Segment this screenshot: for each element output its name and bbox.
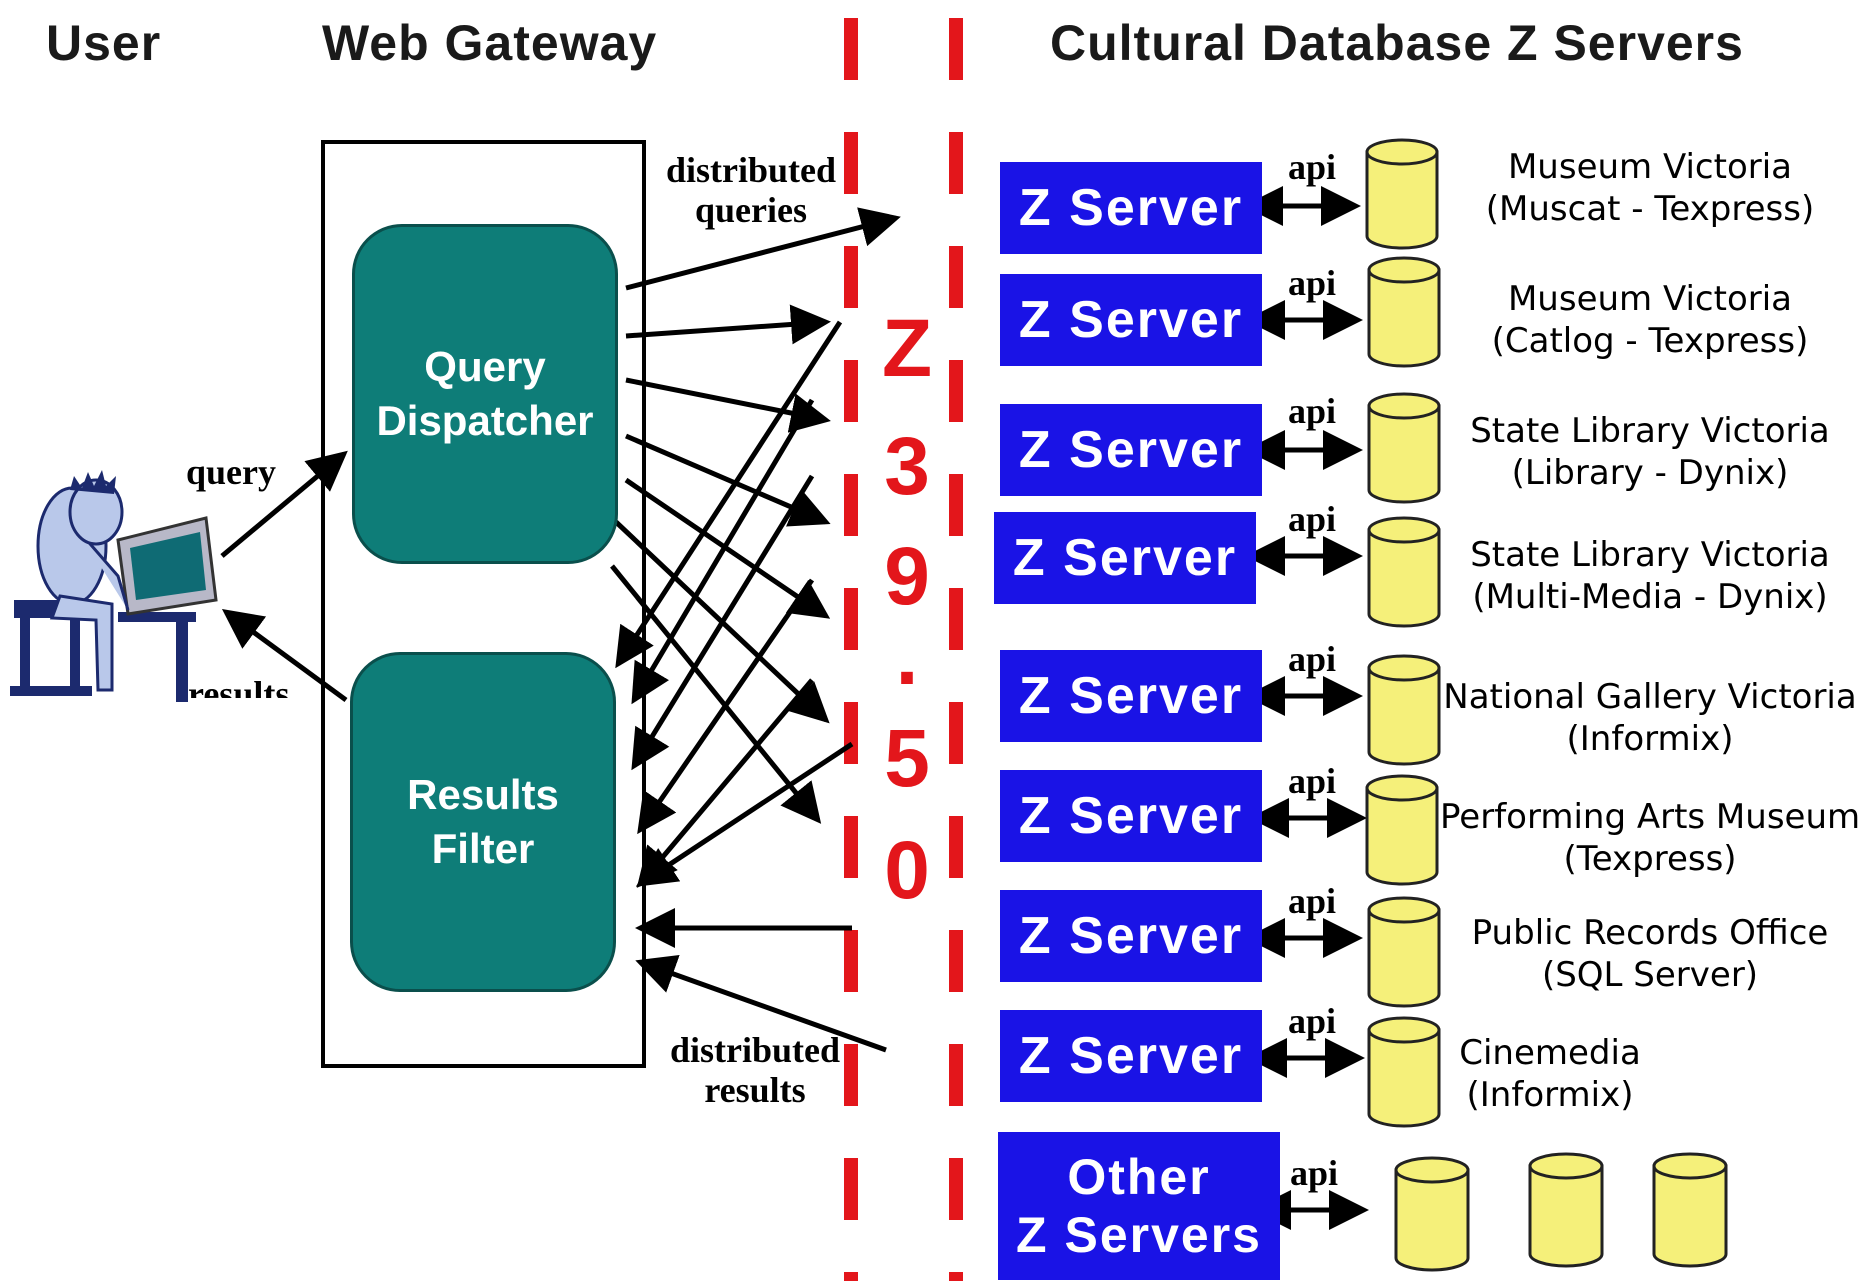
database-name-8-line-1: Cinemedia [1459, 1033, 1641, 1073]
database-cylinder-icon [1394, 1156, 1470, 1272]
database-name-1: Museum Victoria (Muscat - Texpress) [1440, 146, 1860, 230]
database-cylinder-icon [1528, 1152, 1604, 1268]
database-cylinder-icon [1367, 516, 1441, 628]
distributed-result-arrows [615, 320, 887, 1053]
results-filter: Results Filter [350, 652, 616, 992]
distributed-query-arrows [610, 207, 901, 824]
protocol-letter-3: 9 [884, 531, 930, 622]
z-server-3: Z Server [1000, 404, 1262, 496]
database-name-2-line-1: Museum Victoria [1507, 279, 1793, 319]
other-z-servers-line-2: Z Servers [1016, 1207, 1262, 1263]
database-cylinder-icon [1365, 138, 1439, 250]
database-name-1-line-1: Museum Victoria [1507, 147, 1793, 187]
database-name-5-line-2: (Informix) [1566, 719, 1734, 759]
database-name-6-line-1: Performing Arts Museum [1440, 797, 1861, 837]
protocol-letter-6: 0 [884, 825, 930, 916]
z-server-2: Z Server [1000, 274, 1262, 366]
protocol-letter-2: 3 [884, 421, 930, 512]
database-cylinder-icon [1367, 256, 1441, 368]
z-server-8: Z Server [1000, 1010, 1262, 1102]
web-gateway-header: Web Gateway [322, 15, 658, 71]
protocol-letter-1: Z [881, 303, 933, 394]
z-server-7: Z Server [1000, 890, 1262, 982]
z-server-6: Z Server [1000, 770, 1262, 862]
database-cylinder-icon [1367, 1016, 1441, 1128]
web-gateway-box [321, 140, 646, 1068]
api-label-8: api [1288, 1001, 1337, 1041]
user-at-computer-icon [10, 470, 218, 702]
api-label-7: api [1288, 881, 1337, 921]
user-header: User [46, 15, 162, 71]
other-z-servers: Other Z Servers [998, 1132, 1280, 1280]
database-name-4: State Library Victoria (Multi-Media - Dy… [1440, 534, 1860, 618]
api-label-3: api [1288, 391, 1337, 431]
z-server-4: Z Server [994, 512, 1256, 604]
database-name-2-line-2: (Catlog - Texpress) [1491, 321, 1809, 361]
database-name-1-line-2: (Muscat - Texpress) [1485, 189, 1815, 229]
database-name-8: Cinemedia (Informix) [1400, 1032, 1700, 1116]
api-label-5: api [1288, 639, 1337, 679]
results-filter-label-2: Filter [431, 825, 535, 872]
results-arrow [221, 609, 348, 703]
database-icons [1365, 138, 1728, 1272]
database-name-3-line-2: (Library - Dynix) [1511, 453, 1789, 493]
results-filter-label-1: Results [407, 771, 559, 818]
query-dispatcher-label-2: Dispatcher [376, 397, 594, 444]
distributed-results-label: distributed results [650, 1030, 860, 1110]
database-name-3-line-1: State Library Victoria [1470, 411, 1830, 451]
query-dispatcher-label-1: Query [424, 343, 546, 390]
z-server-1: Z Server [1000, 162, 1262, 254]
protocol-letter-5: 5 [884, 713, 930, 804]
api-label-other: api [1290, 1153, 1339, 1193]
z-server-5: Z Server [1000, 650, 1262, 742]
distributed-queries-line-1: distributed [665, 150, 837, 190]
api-label-2: api [1288, 263, 1337, 303]
api-label-1: api [1288, 147, 1337, 187]
api-arrows [1243, 186, 1369, 1230]
query-label: query [186, 452, 276, 492]
database-name-6: Performing Arts Museum (Texpress) [1440, 796, 1860, 880]
other-z-servers-line-1: Other [1067, 1149, 1211, 1205]
database-name-6-line-2: (Texpress) [1563, 839, 1737, 879]
database-cylinder-icon [1367, 896, 1441, 1008]
results-label: results [188, 674, 290, 714]
database-name-4-line-2: (Multi-Media - Dynix) [1472, 577, 1828, 617]
database-name-8-line-2: (Informix) [1466, 1075, 1634, 1115]
query-dispatcher: Query Dispatcher [352, 224, 618, 564]
database-cylinder-icon [1365, 774, 1439, 886]
database-name-2: Museum Victoria (Catlog - Texpress) [1440, 278, 1860, 362]
api-label-6: api [1288, 761, 1337, 801]
database-cylinder-icon [1367, 654, 1441, 766]
servers-header: Cultural Database Z Servers [1050, 15, 1744, 71]
protocol-letter-4: . [895, 611, 919, 702]
database-name-7: Public Records Office (SQL Server) [1440, 912, 1860, 996]
database-cylinder-icon [1652, 1152, 1728, 1268]
database-name-3: State Library Victoria (Library - Dynix) [1440, 410, 1860, 494]
database-cylinder-icon [1367, 392, 1441, 504]
database-name-5-line-1: National Gallery Victoria [1443, 677, 1857, 717]
distributed-queries-label: distributed queries [646, 150, 856, 230]
distributed-results-line-1: distributed [669, 1030, 841, 1070]
database-name-7-line-1: Public Records Office [1471, 913, 1829, 953]
api-label-4: api [1288, 499, 1337, 539]
database-name-7-line-2: (SQL Server) [1541, 955, 1759, 995]
database-name-5: National Gallery Victoria (Informix) [1440, 676, 1860, 760]
database-name-4-line-1: State Library Victoria [1470, 535, 1830, 575]
distributed-results-line-2: results [704, 1070, 806, 1110]
distributed-queries-line-2: queries [695, 190, 807, 230]
